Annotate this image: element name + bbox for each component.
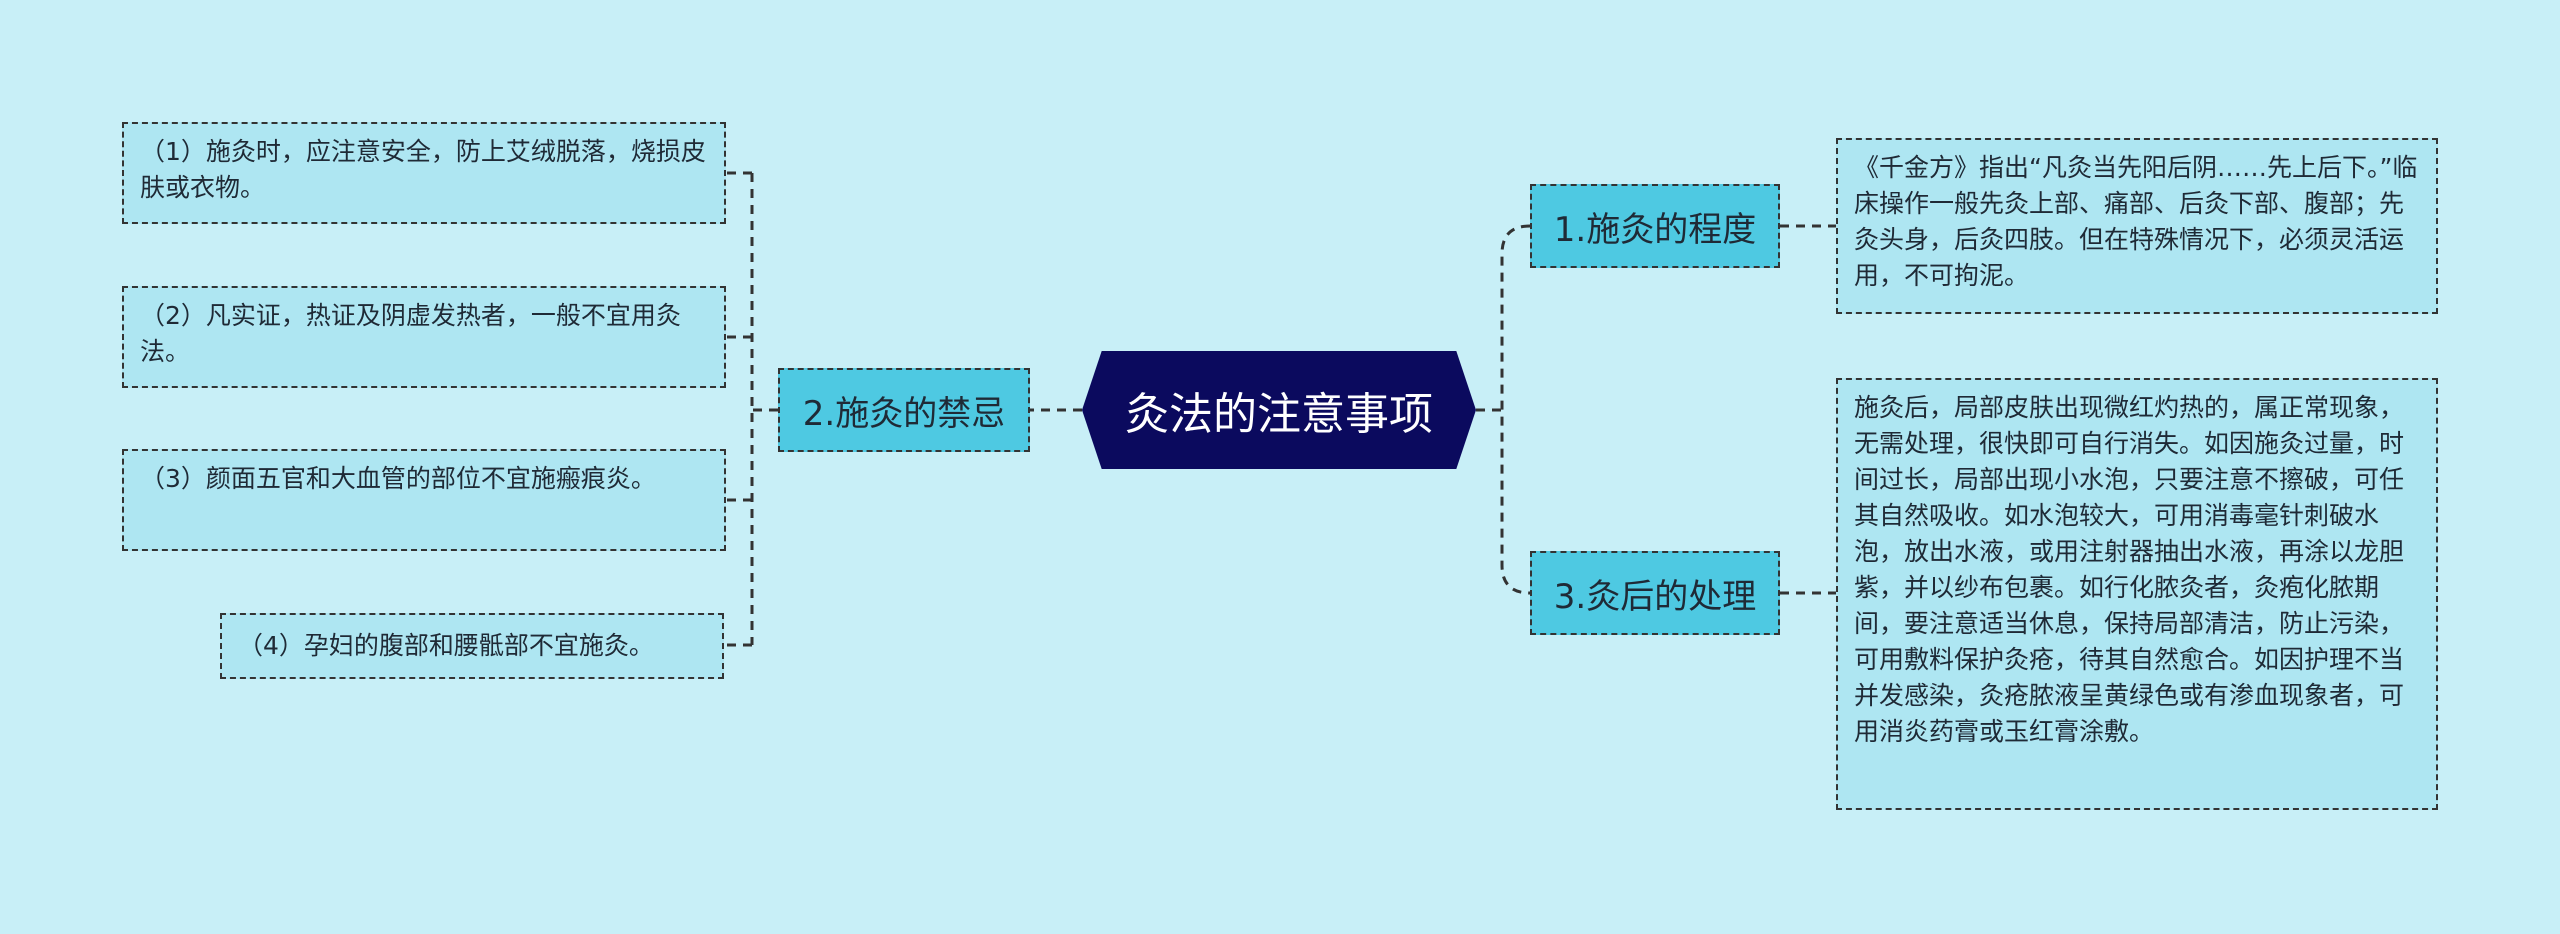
leaf-2-3[interactable]: （3）颜面五官和大血管的部位不宜施瘢痕炎。 bbox=[122, 449, 726, 551]
leaf-2-4[interactable]: （4）孕妇的腹部和腰骶部不宜施灸。 bbox=[220, 613, 724, 679]
leaf-2-1[interactable]: （1）施灸时，应注意安全，防上艾绒脱落，烧损皮肤或衣物。 bbox=[122, 122, 726, 224]
leaf-3-1-text: 施灸后，局部皮肤出现微红灼热的，属正常现象，无需处理，很快即可自行消失。如因施灸… bbox=[1854, 393, 2405, 746]
leaf-1-1[interactable]: 《千金方》指出“凡灸当先阳后阴……先上后下。”临床操作一般先灸上部、痛部、后灸下… bbox=[1836, 138, 2438, 314]
central-topic-label: 灸法的注意事项 bbox=[1125, 389, 1433, 440]
leaf-2-2-text: （2）凡实证，热证及阴虚发热者，一般不宜用灸法。 bbox=[140, 301, 681, 366]
leaf-2-3-text: （3）颜面五官和大血管的部位不宜施瘢痕炎。 bbox=[140, 464, 656, 493]
leaf-1-1-text: 《千金方》指出“凡灸当先阳后阴……先上后下。”临床操作一般先灸上部、痛部、后灸下… bbox=[1854, 153, 2418, 290]
branch-node-1[interactable]: 1.施灸的程度 bbox=[1530, 184, 1780, 268]
branch-node-2[interactable]: 2.施灸的禁忌 bbox=[778, 368, 1030, 452]
branch-node-3[interactable]: 3.灸后的处理 bbox=[1530, 551, 1780, 635]
branch-1-label: 1.施灸的程度 bbox=[1553, 209, 1757, 250]
leaf-3-1[interactable]: 施灸后，局部皮肤出现微红灼热的，属正常现象，无需处理，很快即可自行消失。如因施灸… bbox=[1836, 378, 2438, 810]
leaf-2-1-text: （1）施灸时，应注意安全，防上艾绒脱落，烧损皮肤或衣物。 bbox=[140, 137, 706, 202]
branch-2-label: 2.施灸的禁忌 bbox=[802, 393, 1006, 434]
leaf-2-2[interactable]: （2）凡实证，热证及阴虚发热者，一般不宜用灸法。 bbox=[122, 286, 726, 388]
central-topic[interactable]: 灸法的注意事项 bbox=[1082, 351, 1476, 469]
connector-right-bracket bbox=[1500, 224, 1531, 595]
branch-3-label: 3.灸后的处理 bbox=[1553, 576, 1757, 617]
leaf-2-4-text: （4）孕妇的腹部和腰骶部不宜施灸。 bbox=[238, 631, 654, 660]
